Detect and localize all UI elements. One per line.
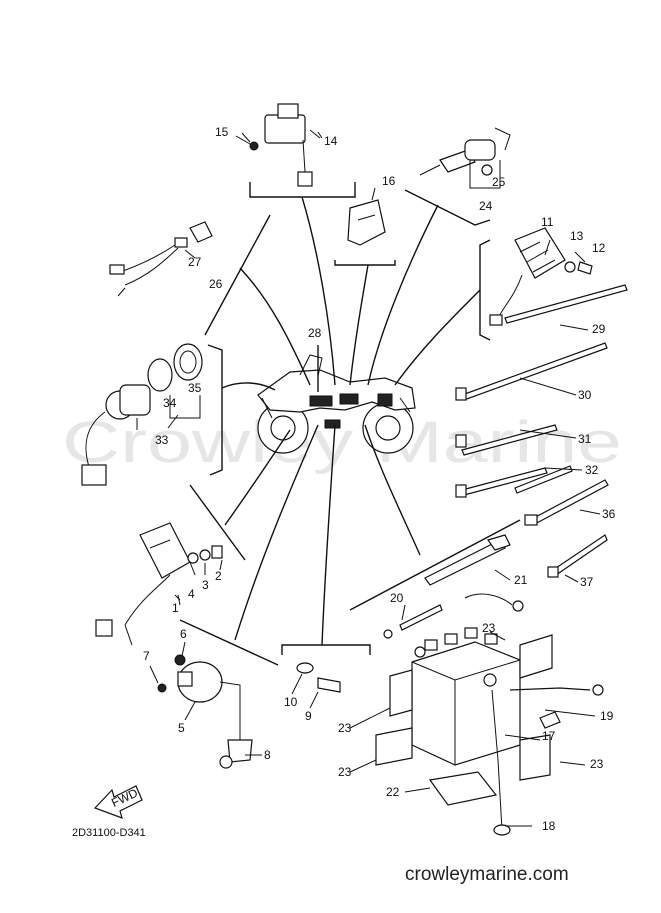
callout-23-c: 23 xyxy=(338,765,352,779)
watermark: Crowley Marine xyxy=(62,410,622,475)
callout-23-a: 23 xyxy=(482,621,496,635)
part-starter-relay-14 xyxy=(264,103,321,187)
callout-35: 35 xyxy=(188,381,202,395)
callout-28: 28 xyxy=(308,326,322,340)
callout-8: 8 xyxy=(264,748,271,762)
callout-4: 4 xyxy=(188,587,195,601)
callout-23-b: 23 xyxy=(338,721,352,735)
callout-11: 11 xyxy=(541,215,554,229)
callout-19: 19 xyxy=(600,709,614,723)
callout-2: 2 xyxy=(215,569,222,583)
callout-23-d: 23 xyxy=(590,757,604,771)
callout-16: 16 xyxy=(382,174,396,188)
callout-15: 15 xyxy=(215,125,229,139)
callout-10: 10 xyxy=(284,695,298,709)
callout-37: 37 xyxy=(580,575,594,589)
part-main-switch-33 xyxy=(81,343,203,486)
part-wire-harness-26 xyxy=(109,221,213,297)
diagram-code: 2D31100-D341 xyxy=(72,827,146,839)
callout-25: 25 xyxy=(492,175,506,189)
callout-31: 31 xyxy=(578,432,592,446)
callout-24: 24 xyxy=(479,199,493,213)
part-switch-9 xyxy=(296,662,341,693)
part-cover-16 xyxy=(347,199,386,246)
part-starter-switch-24 xyxy=(419,127,511,189)
leader-lines xyxy=(179,182,521,666)
callout-13: 13 xyxy=(570,229,584,243)
part-sensor-5 xyxy=(157,654,253,769)
fwd-arrow-icon: FWD xyxy=(93,785,143,819)
callout-30: 30 xyxy=(578,388,592,402)
callout-14: 14 xyxy=(324,134,338,148)
part-cable-20 xyxy=(383,593,524,639)
callout-21: 21 xyxy=(514,573,528,587)
atv-vehicle xyxy=(257,354,416,454)
part-battery-band-21 xyxy=(424,534,511,586)
callout-7: 7 xyxy=(143,649,150,663)
callout-12: 12 xyxy=(592,241,606,255)
part-bolt-15 xyxy=(235,135,259,151)
callout-22: 22 xyxy=(386,785,400,799)
part-bands-29-31 xyxy=(455,284,628,498)
callout-6: 6 xyxy=(180,627,187,641)
part-regulator-11 xyxy=(489,227,593,326)
callout-1: 1 xyxy=(172,601,179,615)
callout-numbers: 1 2 3 4 5 6 7 8 9 10 11 12 13 14 15 16 1… xyxy=(143,125,616,833)
callout-leaders xyxy=(136,131,601,827)
callout-9: 9 xyxy=(305,709,312,723)
callout-17: 17 xyxy=(542,729,556,743)
callout-5: 5 xyxy=(178,721,185,735)
part-clamps-32-37 xyxy=(514,465,609,578)
callout-26: 26 xyxy=(209,277,223,291)
callout-29: 29 xyxy=(592,322,606,336)
footer-url: crowleymarine.com xyxy=(405,864,569,885)
callout-20: 20 xyxy=(390,591,404,605)
callout-3: 3 xyxy=(202,578,209,592)
callout-27: 27 xyxy=(188,255,202,269)
callout-32: 32 xyxy=(585,463,599,477)
part-battery xyxy=(375,627,604,836)
callout-18: 18 xyxy=(542,819,556,833)
callout-33: 33 xyxy=(155,433,169,447)
callout-36: 36 xyxy=(602,507,616,521)
callout-34: 34 xyxy=(163,396,177,410)
